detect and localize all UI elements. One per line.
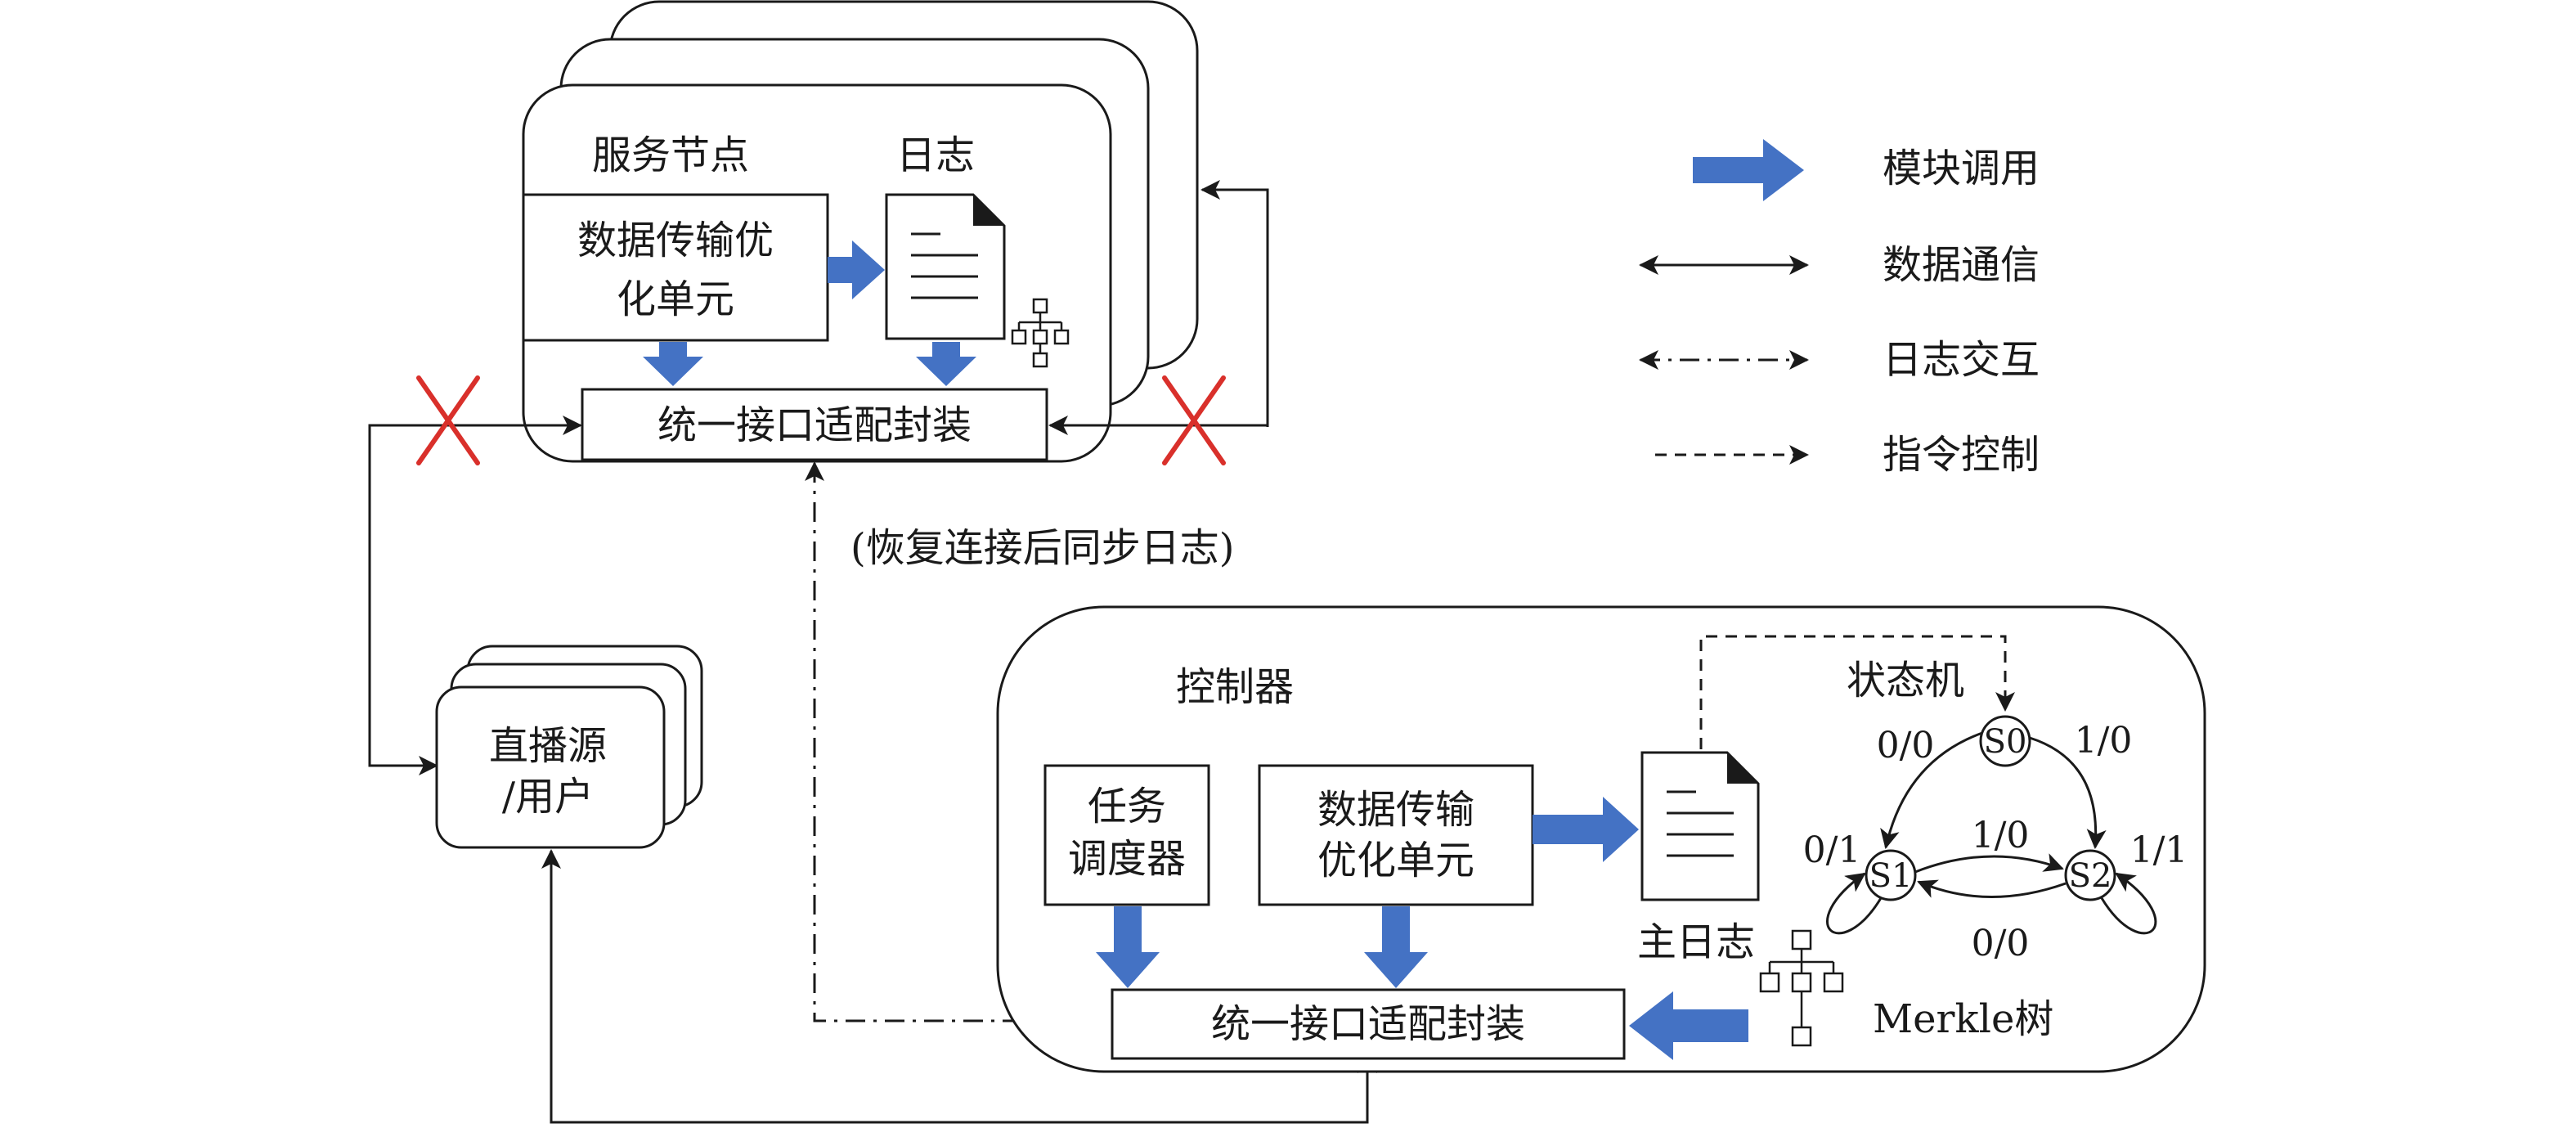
command-control-arrow — [1699, 635, 2015, 749]
data-comm-arrow — [368, 416, 582, 775]
svg-text:S2: S2 — [2069, 857, 2112, 895]
service-data-unit-line1: 数据传输优 — [577, 218, 774, 263]
service-node-title: 服务节点 — [592, 133, 749, 178]
label-s2-s1: 0/0 — [1972, 923, 2030, 964]
task-scheduler-line1: 任务 — [1088, 784, 1166, 829]
module-call-arrow — [1096, 906, 1160, 988]
sync-note: (恢复连接后同步日志) — [850, 525, 1234, 571]
transition-s0-s2 — [2029, 736, 2107, 849]
live-source-stack — [435, 645, 703, 849]
transition-s2-self — [2100, 872, 2157, 935]
transition-s1-s2 — [1914, 853, 2064, 874]
transition-s1-self — [1826, 872, 1883, 935]
tree-icon — [1011, 298, 1070, 368]
cross-icon — [1162, 375, 1226, 465]
legend-module-call-swatch — [1693, 139, 1804, 201]
svg-text:S1: S1 — [1869, 857, 1913, 895]
module-call-arrow — [828, 240, 885, 299]
task-scheduler-line2: 调度器 — [1068, 836, 1186, 882]
log-title: 日志 — [896, 133, 975, 178]
cross-icon — [416, 375, 480, 465]
log-interaction-arrow — [805, 461, 1112, 1031]
svg-text:S0: S0 — [1984, 723, 2027, 761]
legend-log-interaction: 日志交互 — [1883, 337, 2040, 383]
task-scheduler-box — [1043, 764, 1210, 906]
main-log-label: 主日志 — [1637, 919, 1755, 965]
controller-data-unit-line1: 数据传输 — [1317, 787, 1474, 833]
module-call-arrow — [643, 342, 703, 386]
legend-command-control: 指令控制 — [1883, 432, 2040, 478]
state-s1: S1 — [1865, 849, 1917, 901]
service-adapter-label: 统一接口适配封装 — [657, 402, 972, 448]
controller-adapter-label: 统一接口适配封装 — [1211, 1001, 1525, 1047]
transition-s0-s1 — [1880, 731, 1983, 849]
service-adapter-box — [581, 388, 1048, 461]
state-s2: S2 — [2064, 849, 2116, 901]
state-machine-title: 状态机 — [1847, 658, 1964, 703]
controller-data-unit-line2: 优化单元 — [1317, 838, 1474, 883]
legend-module-call: 模块调用 — [1883, 146, 2040, 191]
live-source-line1: 直播源 — [489, 723, 607, 769]
label-s1-self: 0/1 — [1803, 829, 1861, 871]
controller-title: 控制器 — [1176, 664, 1294, 710]
label-s2-self: 1/1 — [2130, 829, 2188, 871]
legend-data-comm: 数据通信 — [1883, 242, 2040, 288]
document-icon — [1640, 751, 1760, 901]
merkle-tree-label: Merkle树 — [1873, 996, 2053, 1042]
module-call-arrow — [916, 342, 976, 386]
module-call-arrow — [1533, 797, 1639, 862]
controller-adapter-box — [1111, 988, 1626, 1060]
data-comm-arrow — [541, 849, 1377, 1124]
module-call-arrow — [1629, 991, 1748, 1060]
document-icon — [885, 193, 1006, 340]
legend: 模块调用 数据通信 日志交互 指令控制 — [1639, 139, 2040, 478]
live-source-line2: /用户 — [502, 774, 594, 820]
module-call-arrow — [1364, 906, 1428, 988]
label-s1-s2: 1/0 — [1972, 815, 2030, 856]
state-s0: S0 — [1979, 715, 2031, 767]
service-data-unit-line2: 化单元 — [617, 276, 734, 322]
feedback-arrow — [1200, 180, 1269, 427]
tree-icon — [1759, 929, 1844, 1047]
transition-s2-s1 — [1917, 879, 2067, 898]
label-s0-s1: 0/0 — [1877, 725, 1935, 766]
label-s0-s2: 1/0 — [2075, 720, 2133, 762]
